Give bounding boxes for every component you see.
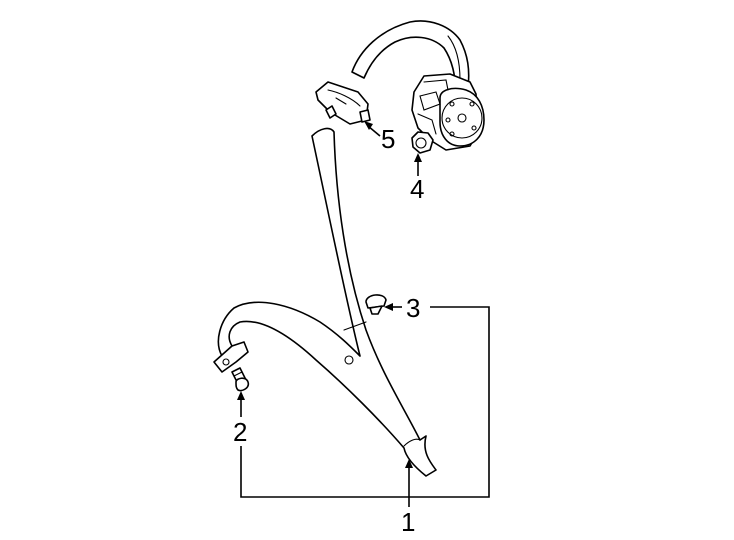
- callout-3: 3: [406, 293, 420, 323]
- nut-part-4: [411, 131, 434, 154]
- cap-part-3: [365, 294, 387, 315]
- callout-1: 1: [401, 507, 415, 537]
- callout-2: 2: [233, 417, 247, 447]
- callout-5: 5: [381, 124, 395, 154]
- callout-4: 4: [410, 174, 424, 204]
- guide-part-5: [315, 81, 371, 125]
- retractor-assembly: [411, 73, 485, 151]
- belt-webbing-part-1: [213, 127, 437, 477]
- leader-lines: [237, 121, 490, 507]
- bolt-part-2: [231, 367, 250, 392]
